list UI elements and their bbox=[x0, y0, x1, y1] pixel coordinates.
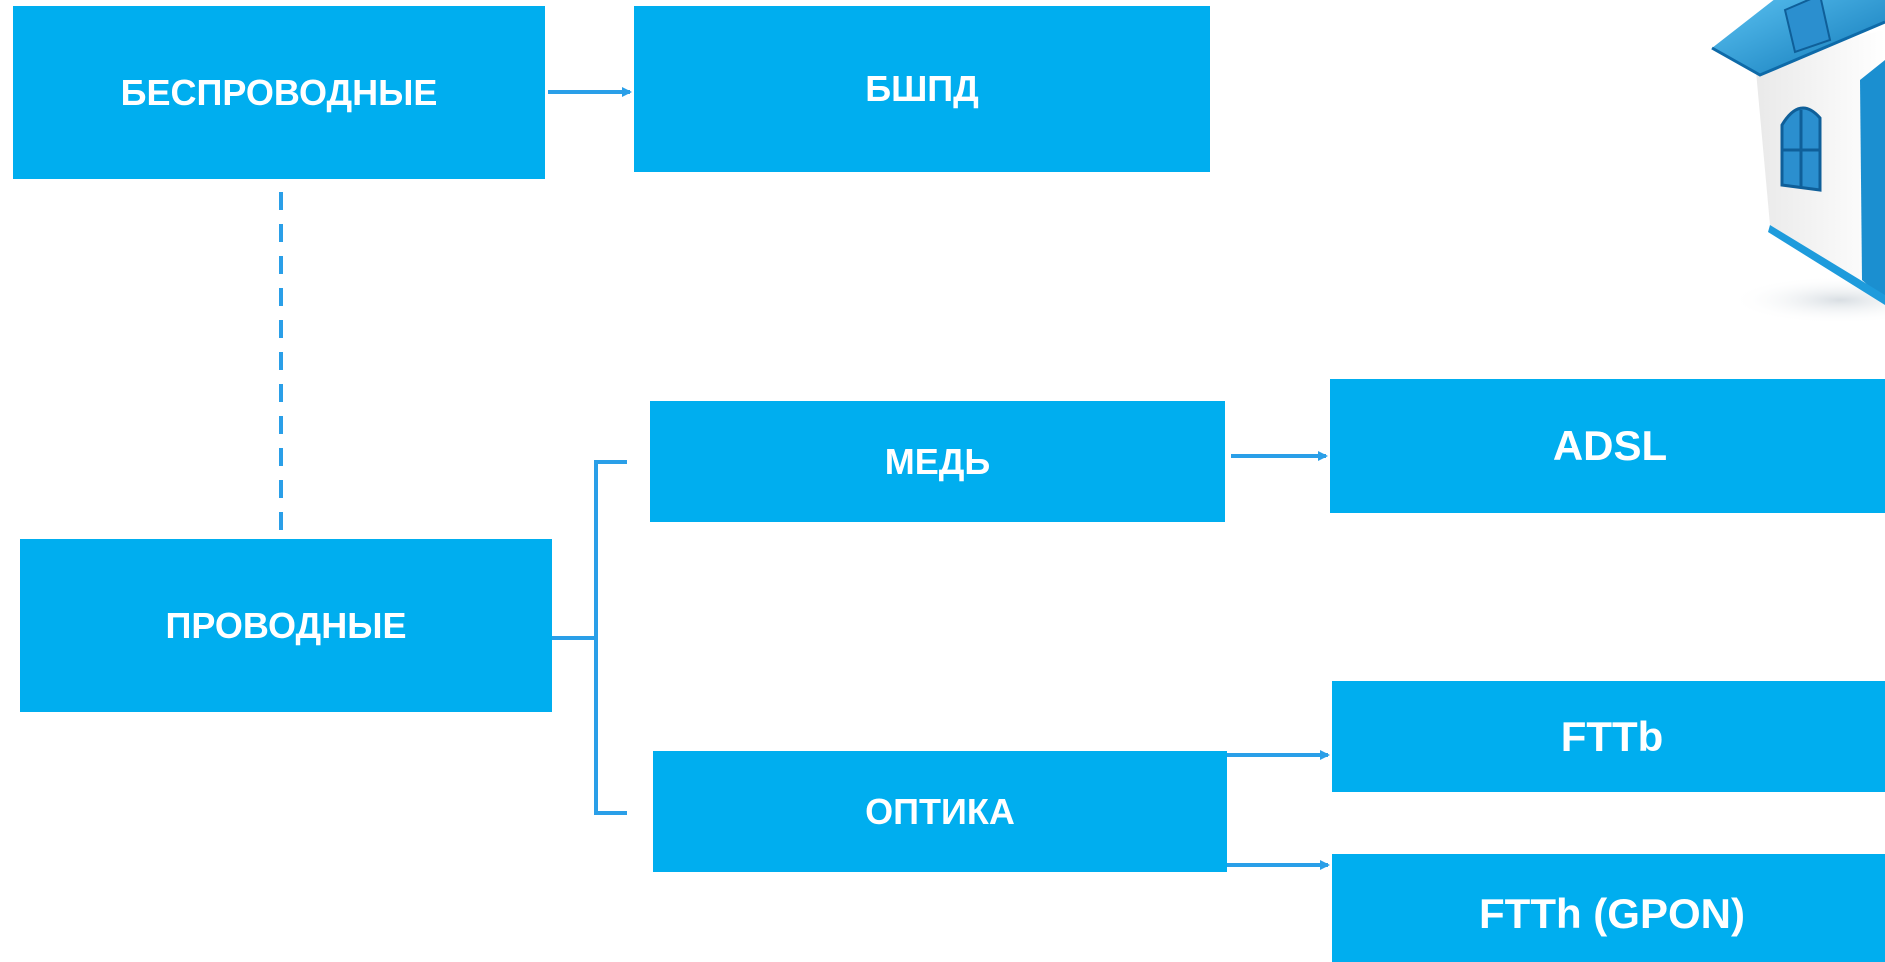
node-bshpd-label: БШПД bbox=[865, 68, 979, 109]
bracket-wired-branches bbox=[594, 460, 627, 815]
node-adsl-label: ADSL bbox=[1552, 422, 1668, 469]
node-optics: ОПТИКА bbox=[653, 751, 1227, 872]
node-copper: МЕДЬ bbox=[650, 401, 1225, 522]
node-fttb-label: FTTb bbox=[1560, 712, 1664, 760]
node-wireless: БЕСПРОВОДНЫЕ bbox=[13, 6, 545, 179]
node-copper-label: МЕДЬ bbox=[884, 440, 991, 482]
node-fttb: FTTb bbox=[1332, 681, 1885, 792]
node-adsl: ADSL bbox=[1330, 379, 1885, 513]
node-wireless-label: БЕСПРОВОДНЫЕ bbox=[120, 71, 438, 113]
node-wired: ПРОВОДНЫЕ bbox=[20, 539, 552, 712]
node-ftth-label: FTTh (GPON) bbox=[1479, 890, 1745, 937]
node-wired-label: ПРОВОДНЫЕ bbox=[165, 604, 407, 646]
node-ftth: FTTh (GPON) bbox=[1332, 854, 1885, 962]
node-optics-label: ОПТИКА bbox=[865, 790, 1015, 832]
node-bshpd: БШПД bbox=[634, 6, 1210, 172]
